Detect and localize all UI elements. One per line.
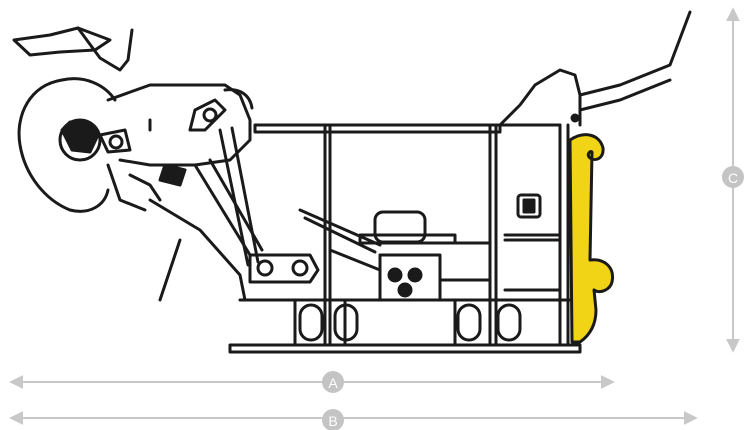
dimension-a: A: [9, 371, 615, 393]
linkage-arms: [148, 126, 320, 302]
dimension-c-label: C: [728, 170, 738, 186]
rear-frame: [498, 123, 570, 347]
rear-hopper: [498, 10, 692, 127]
dimension-c-badge: [722, 166, 744, 188]
front-roller-assembly: [12, 26, 254, 213]
dimension-c: C: [722, 7, 744, 353]
central-mechanism: [298, 208, 492, 302]
dimension-a-badge: [322, 371, 344, 393]
dimension-b: B: [9, 409, 698, 430]
dimension-b-label: B: [328, 413, 337, 429]
dimension-b-badge: [322, 409, 344, 430]
dimension-a-label: A: [328, 375, 338, 391]
rear-hitch: [568, 133, 615, 344]
machine-drawing: [12, 10, 692, 354]
